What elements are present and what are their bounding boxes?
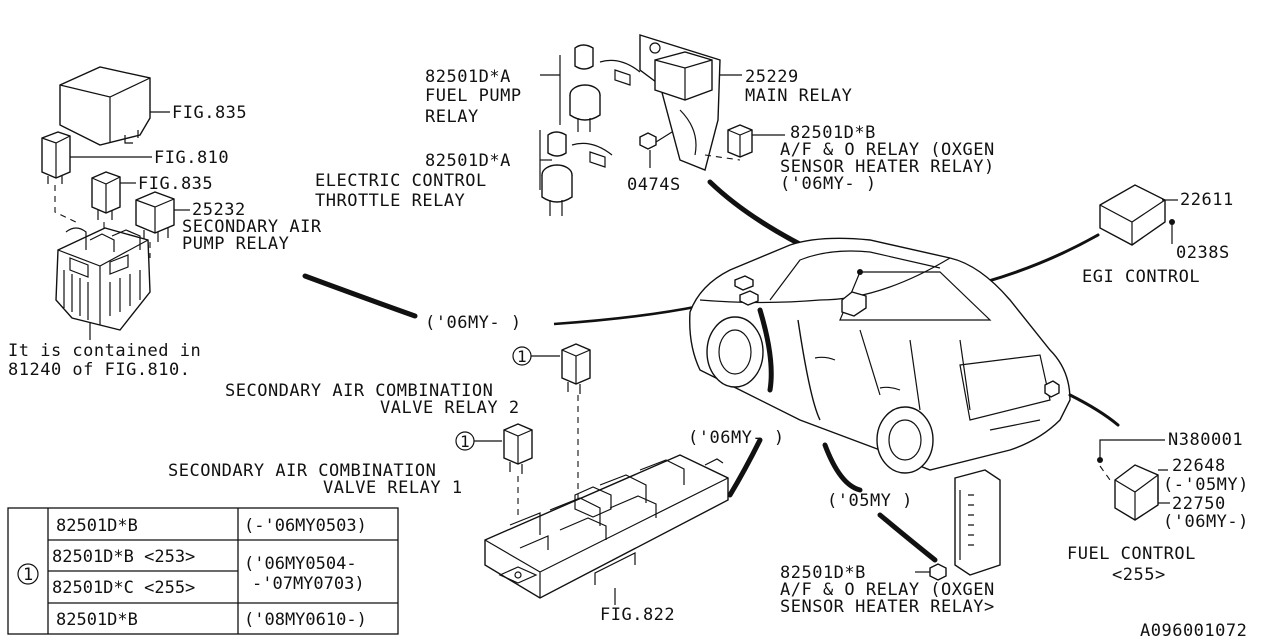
label-fuel-pump-part: 82501D*A	[425, 67, 511, 87]
secondary-air-pump-relay	[135, 191, 175, 242]
label-sec-valve-2-b: VALVE RELAY 2	[380, 398, 520, 418]
label-af-relay-bottom-2: SENSOR HEATER RELAY>	[780, 597, 995, 617]
label-22648-my: (-'05MY)	[1163, 475, 1249, 495]
label-25232: 25232	[192, 200, 246, 220]
table-row-3-part: 82501D*C <255>	[52, 578, 195, 598]
label-fuel-control-code: <255>	[1112, 565, 1166, 585]
table-ref-mark: 1	[23, 565, 33, 585]
label-22611: 22611	[1180, 190, 1234, 210]
label-sec-valve-1-b: VALVE RELAY 1	[323, 478, 463, 498]
label-egi-control: EGI CONTROL	[1082, 267, 1200, 287]
label-pump-relay: PUMP RELAY	[182, 234, 289, 254]
af-relay-bottom-holder	[929, 469, 1001, 581]
fuel-pump-relay	[569, 44, 641, 132]
leader-fig822	[727, 437, 763, 498]
af-relay-top	[704, 124, 753, 161]
small-relay	[91, 171, 121, 220]
label-contained-note-1: It is contained in	[8, 341, 201, 361]
label-25229: 25229	[745, 67, 799, 87]
label-fuel-control: FUEL CONTROL	[1067, 544, 1196, 564]
label-af-relay-bottom-1: A/F & O RELAY (OXGEN	[780, 580, 995, 600]
table-row-1-part: 82501D*B	[56, 516, 138, 536]
label-fuel-pump: FUEL PUMP	[425, 86, 522, 106]
label-22648: 22648	[1172, 456, 1226, 476]
leader-05my	[822, 442, 863, 493]
vehicle-outline	[689, 237, 1071, 474]
label-0238s: 0238S	[1176, 243, 1230, 263]
secondary-valve-relay-1	[503, 423, 533, 474]
label-05my: ('05MY )	[827, 491, 913, 511]
label-22750: 22750	[1172, 494, 1226, 514]
label-af-relay-top-part: 82501D*B	[790, 123, 876, 143]
bolt	[639, 131, 673, 150]
label-n380001: N380001	[1168, 430, 1243, 450]
label-af-relay-top-1: A/F & O RELAY (OXGEN	[780, 140, 995, 160]
label-contained-note-2: 81240 of FIG.810.	[8, 360, 191, 380]
label-sec-valve-1-a: SECONDARY AIR COMBINATION	[168, 461, 436, 481]
label-fig810: FIG.810	[154, 148, 229, 168]
label-fig835-relay: FIG.835	[138, 174, 213, 194]
fuel-control-unit	[1114, 464, 1159, 521]
label-af-relay-top-3: ('06MY- )	[780, 174, 877, 194]
label-06my-mid: ('06MY- )	[688, 428, 785, 448]
leader-secondary-valve-relays	[757, 307, 774, 393]
table-row-4-range: ('08MY0610-)	[244, 610, 367, 630]
label-etc-part: 82501D*A	[425, 151, 511, 171]
label-af-relay-top-2: SENSOR HEATER RELAY)	[780, 157, 995, 177]
leader-secondary-air-pump	[302, 273, 418, 319]
leader-af-relay-bottom	[877, 512, 938, 563]
table-row-4-part: 82501D*B	[56, 610, 138, 630]
diagram-id: A096001072	[1140, 621, 1247, 640]
label-0474s: 0474S	[627, 175, 681, 195]
table-row-2-part: 82501D*B <253>	[52, 547, 195, 567]
table-row-3-range: -'07MY0703)	[252, 574, 365, 594]
etc-relay	[541, 131, 613, 216]
label-fig822: FIG.822	[600, 605, 675, 625]
label-22750-my: ('06MY-)	[1163, 512, 1249, 532]
label-fuel-pump-relay: RELAY	[425, 107, 479, 127]
label-etc-relay: THROTTLE RELAY	[315, 191, 465, 211]
secondary-valve-relay-2	[561, 343, 591, 394]
ref-mark-relay-1: 1	[460, 432, 470, 451]
ref-mark-relay-2: 1	[517, 347, 527, 366]
table-row-2-range: ('06MY0504-	[244, 554, 357, 574]
table-row-1-range: (-'06MY0503)	[244, 516, 367, 536]
relay-fuse-block	[55, 227, 151, 331]
main-relay-box	[484, 454, 729, 599]
fuse-box-cover	[59, 66, 151, 146]
main-relay-bracket	[639, 34, 721, 171]
label-main-relay: MAIN RELAY	[745, 86, 852, 106]
label-sec-valve-2-a: SECONDARY AIR COMBINATION	[225, 381, 493, 401]
fuse	[41, 131, 71, 184]
egi-control-unit	[1099, 184, 1166, 246]
leader-fuel-control	[1068, 393, 1120, 427]
label-secondary-air: SECONDARY AIR	[182, 217, 322, 237]
label-fig835-top: FIG.835	[172, 103, 247, 123]
reference-table: 1 82501D*B (-'06MY0503) 82501D*B <253> (…	[7, 507, 399, 635]
label-af-relay-bottom-part: 82501D*B	[780, 563, 866, 583]
label-06my-left: ('06MY- )	[425, 313, 522, 333]
label-etc: ELECTRIC CONTROL	[315, 171, 487, 191]
